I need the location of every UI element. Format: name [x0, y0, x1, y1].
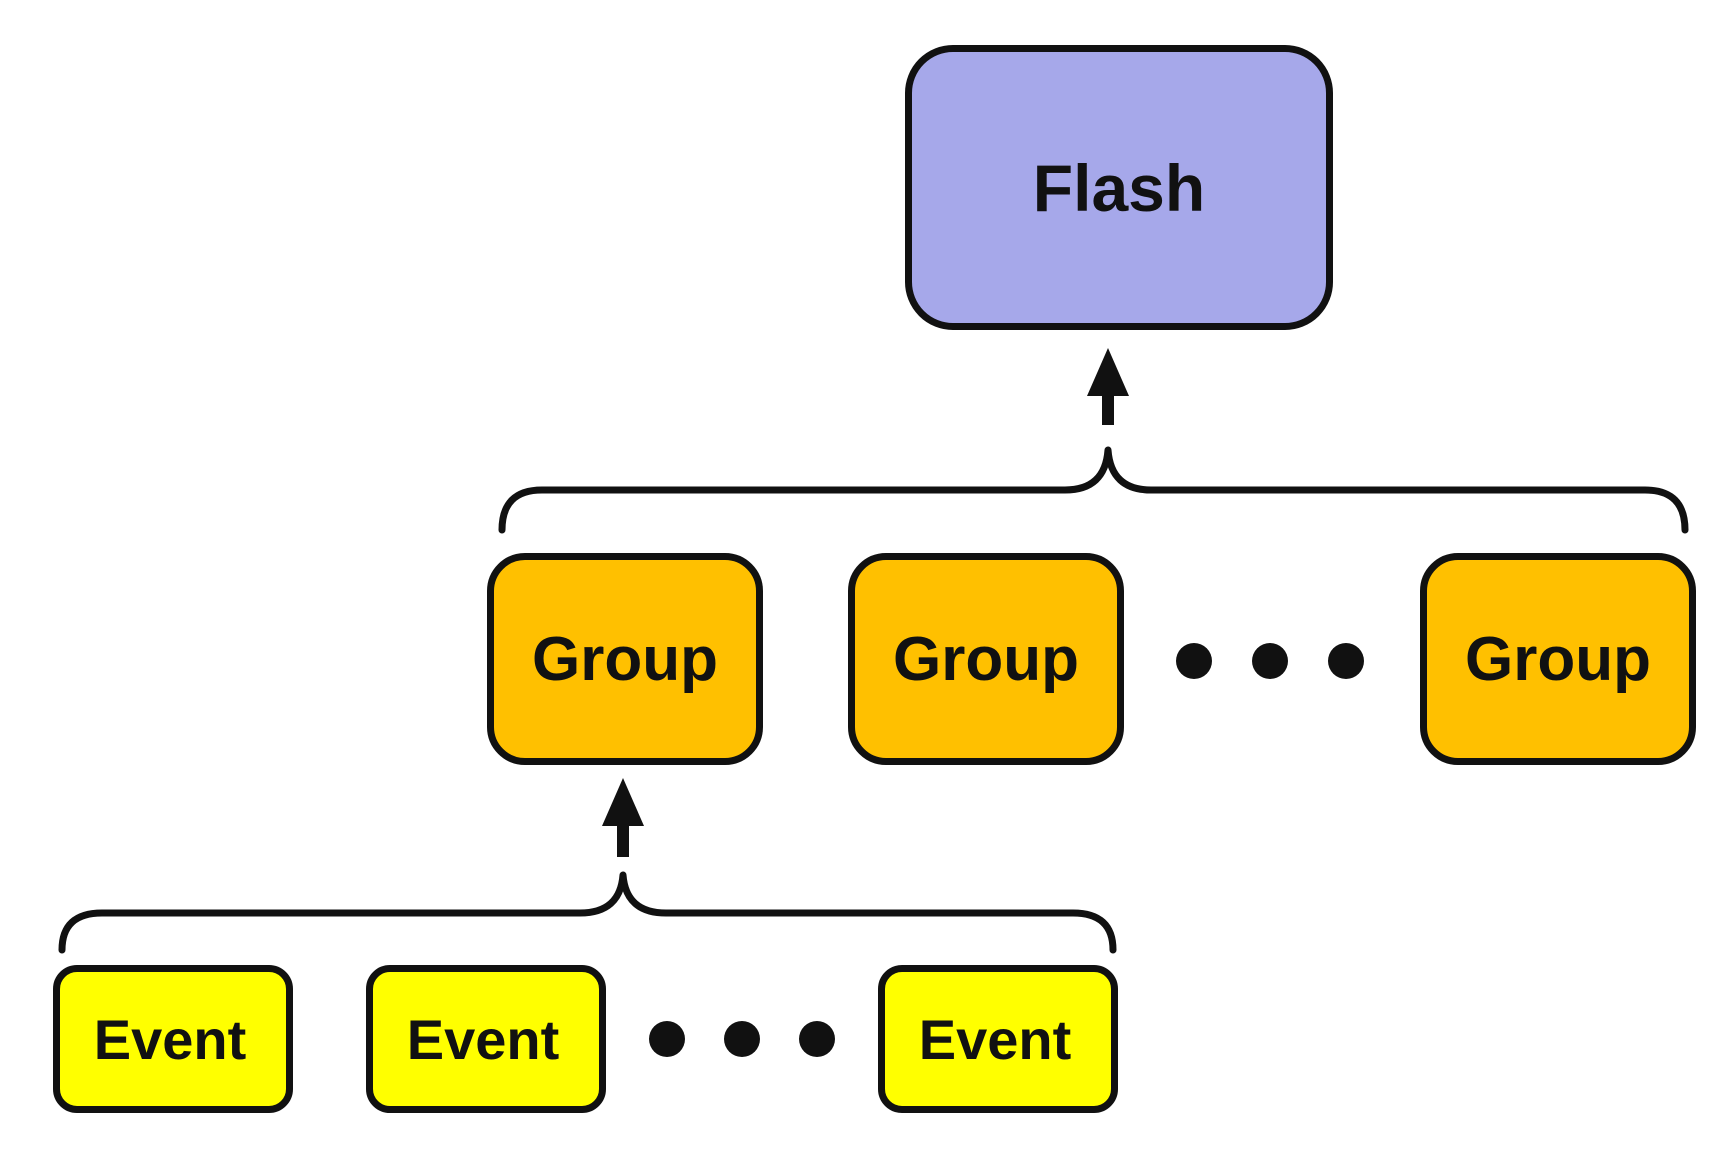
flash-label: Flash	[1032, 150, 1206, 225]
group-node: Group	[487, 553, 763, 765]
group-node: Group	[1420, 553, 1696, 765]
group-label: Group	[893, 624, 1079, 694]
group-label: Group	[532, 624, 718, 694]
event-node: Event	[366, 965, 606, 1113]
groups-ellipsis	[1176, 643, 1364, 679]
group-label: Group	[1465, 624, 1651, 694]
events-ellipsis	[649, 1021, 835, 1057]
event-label: Event	[406, 1007, 560, 1071]
events-brace	[58, 871, 1117, 954]
event-label: Event	[93, 1007, 247, 1071]
groups-brace	[498, 446, 1689, 534]
group-node: Group	[848, 553, 1124, 765]
event-node: Event	[53, 965, 293, 1113]
event-label: Event	[918, 1007, 1072, 1071]
arrow-up-to-flash	[1087, 348, 1129, 425]
flash-node: Flash	[905, 45, 1333, 330]
arrow-up-to-group	[602, 778, 644, 857]
event-node: Event	[878, 965, 1118, 1113]
